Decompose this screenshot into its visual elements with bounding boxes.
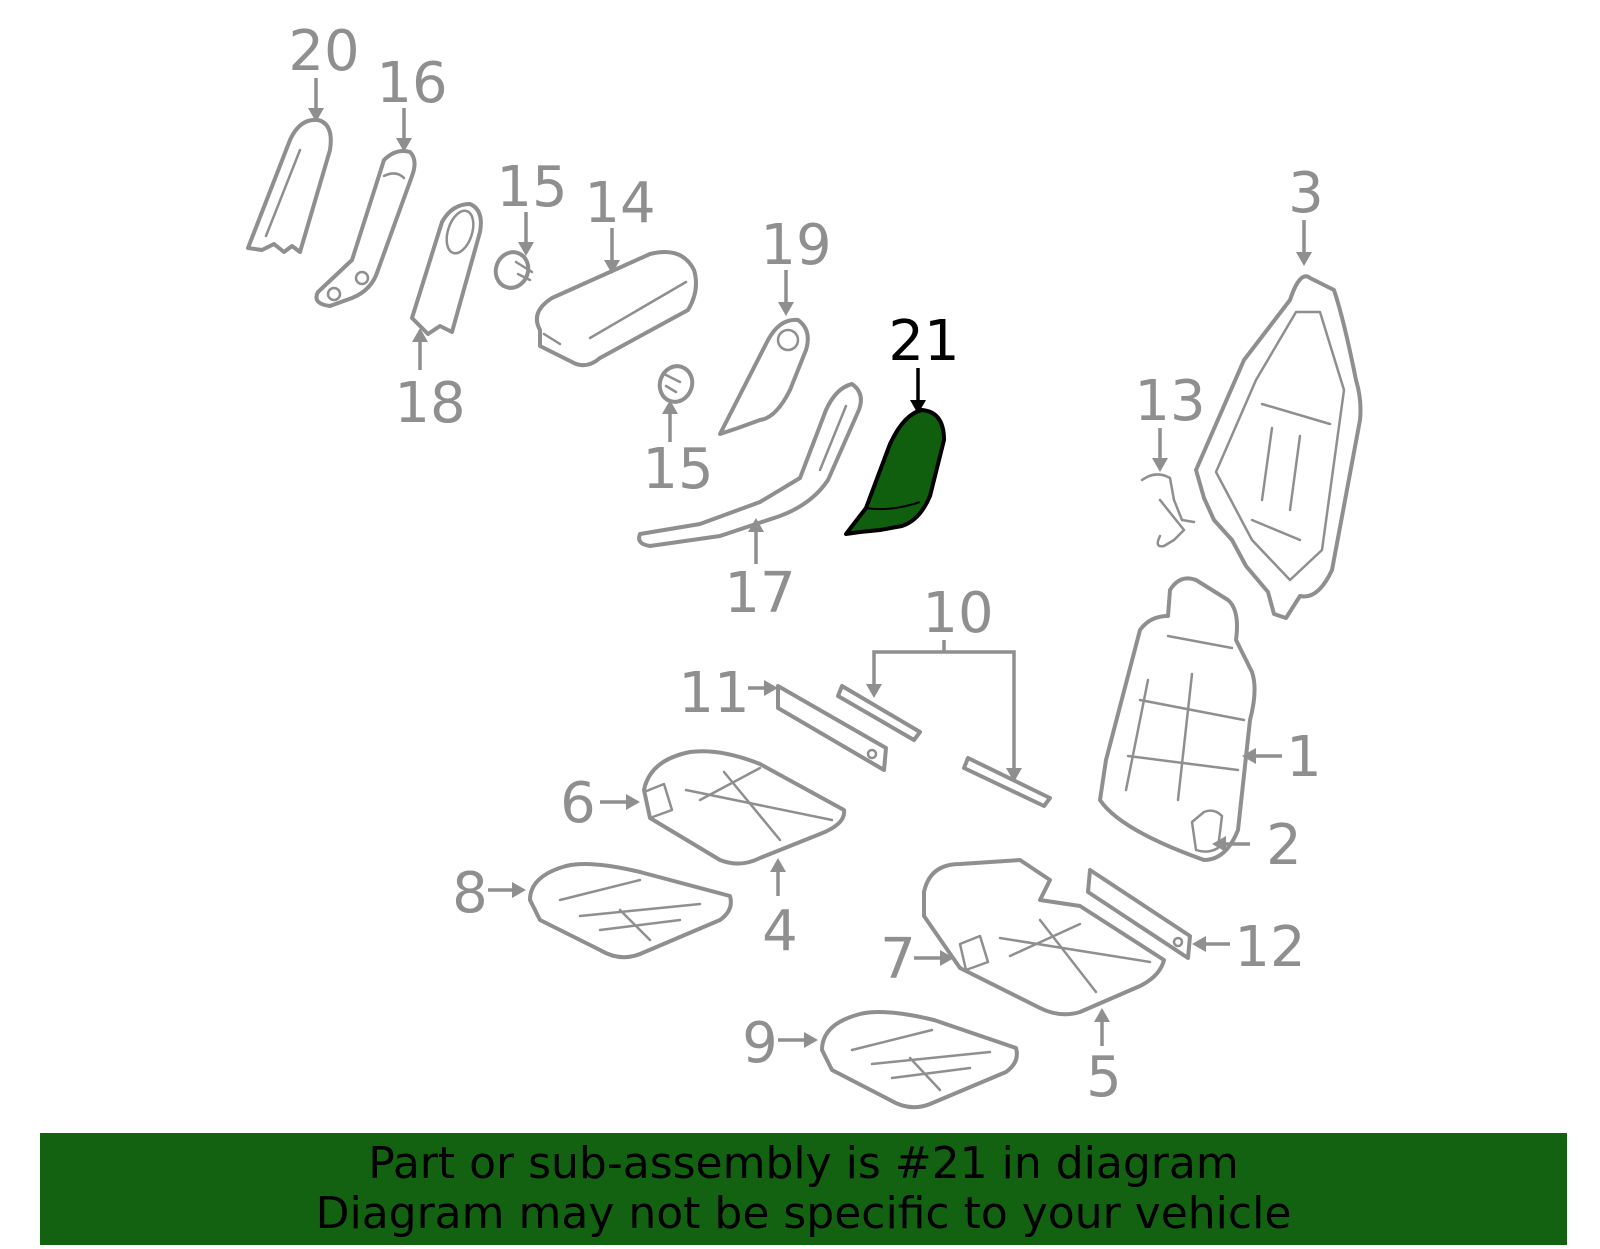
callout-15-lower: 15 bbox=[642, 437, 713, 502]
part-7-pad bbox=[958, 934, 990, 972]
part-20-side-cover bbox=[246, 117, 333, 254]
callout-11: 11 bbox=[678, 661, 749, 726]
banner-line-2: Diagram may not be specific to your vehi… bbox=[315, 1188, 1292, 1239]
callout-13: 13 bbox=[1134, 369, 1205, 434]
callout-6: 6 bbox=[560, 771, 596, 836]
part-19-outer-shield bbox=[718, 317, 810, 436]
callout-14: 14 bbox=[584, 171, 655, 236]
part-8-cushion-frame bbox=[528, 862, 733, 960]
part-15-clip-upper bbox=[493, 250, 534, 290]
part-17-side-trim bbox=[637, 382, 863, 548]
part-2-pad bbox=[1190, 809, 1224, 853]
banner-line-1: Part or sub-assembly is #21 in diagram bbox=[368, 1138, 1239, 1189]
leader-lines bbox=[308, 78, 1312, 1048]
part-1-seatback-cover bbox=[1098, 576, 1257, 862]
callout-9: 9 bbox=[742, 1011, 778, 1076]
part-12-strip bbox=[1086, 868, 1192, 960]
part-10-rail-lower bbox=[962, 756, 1052, 808]
callout-5: 5 bbox=[1086, 1045, 1122, 1110]
callout-19: 19 bbox=[760, 213, 831, 278]
callout-labels: 20 16 18 15 14 15 19 21 17 3 13 10 11 1 … bbox=[288, 19, 1323, 1110]
callout-16: 16 bbox=[376, 51, 447, 116]
callout-3: 3 bbox=[1288, 161, 1324, 226]
part-21-highlighted bbox=[844, 408, 946, 536]
callout-8: 8 bbox=[452, 861, 488, 926]
callout-10: 10 bbox=[922, 581, 993, 646]
callout-17: 17 bbox=[724, 561, 795, 626]
callout-4: 4 bbox=[762, 899, 798, 964]
callout-7: 7 bbox=[880, 927, 916, 992]
part-3-seatback-frame bbox=[1194, 274, 1363, 620]
callout-20: 20 bbox=[288, 19, 359, 84]
callout-12: 12 bbox=[1234, 915, 1305, 980]
part-5-cushion bbox=[922, 858, 1166, 1017]
part-14-armrest bbox=[535, 250, 698, 368]
part-9-cushion-frame bbox=[820, 1010, 1019, 1110]
part-4-cushion bbox=[642, 749, 847, 866]
info-banner: Part or sub-assembly is #21 in diagram D… bbox=[40, 1133, 1567, 1245]
callout-15-upper: 15 bbox=[496, 155, 567, 220]
callout-21: 21 bbox=[888, 309, 959, 374]
callout-18: 18 bbox=[394, 371, 465, 436]
part-10-rail-upper bbox=[836, 684, 922, 742]
callout-2: 2 bbox=[1266, 813, 1302, 878]
part-18-inner-shield bbox=[410, 202, 483, 336]
part-11-strip bbox=[776, 684, 888, 772]
part-13-harness bbox=[1140, 473, 1196, 548]
part-16-recliner-bracket bbox=[314, 149, 417, 308]
part-15-clip-lower bbox=[657, 364, 695, 404]
callout-1: 1 bbox=[1286, 725, 1322, 790]
